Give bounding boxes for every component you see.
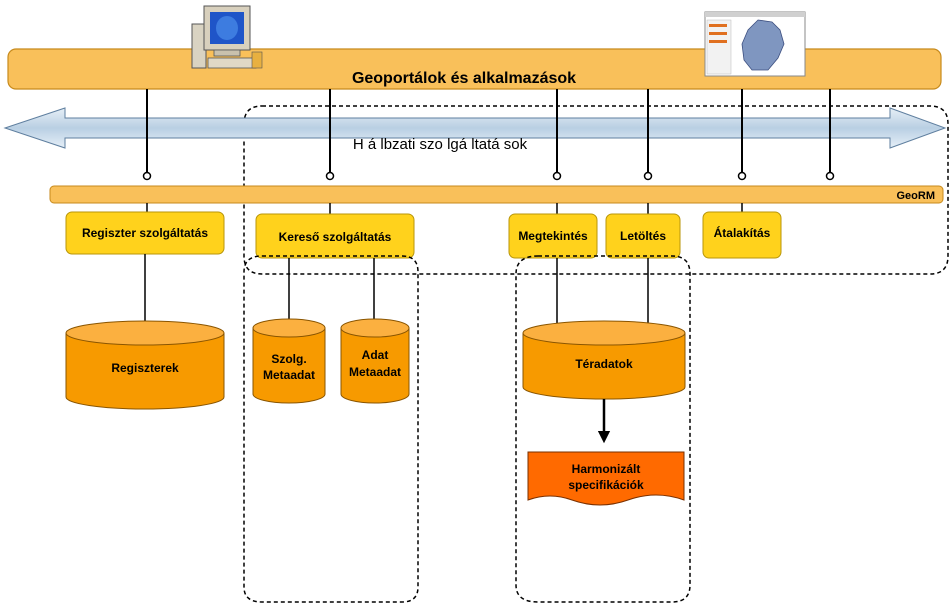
- view-service-label: Megtekintés: [518, 229, 588, 243]
- service-stubs: [146, 203, 743, 214]
- registers-cylinder: [65, 320, 225, 410]
- harmonized-spec-label-line1: Harmonizált: [572, 462, 641, 476]
- transform-service-label: Átalakítás: [714, 225, 771, 240]
- download-service-box: [605, 213, 681, 259]
- spatial-data-cylinder: [522, 320, 686, 400]
- harmonized-spec-document: [527, 451, 685, 506]
- store-connectors: [144, 254, 649, 327]
- download-service-label: Letöltés: [620, 229, 666, 243]
- view-service-box: [508, 213, 598, 259]
- transform-service-box: [702, 211, 782, 259]
- search-service-box: [255, 213, 415, 259]
- registers-label: Regiszterek: [111, 361, 179, 375]
- service-metadata-label-line2: Metaadat: [263, 368, 315, 382]
- connector-lines: [142, 89, 835, 181]
- desktop-computer-icon: [191, 5, 263, 69]
- data-metadata-label-line1: Adat: [362, 348, 389, 362]
- search-service-label: Kereső szolgáltatás: [279, 230, 392, 244]
- network-arrow-band: [3, 107, 947, 149]
- map-application-icon: [704, 11, 806, 77]
- service-metadata-cylinder: [252, 318, 326, 404]
- network-services-label: H á lbzati szo lgá ltatá sok: [353, 136, 528, 153]
- data-metadata-label-line2: Metaadat: [349, 365, 401, 379]
- spatial-data-label: Téradatok: [575, 357, 633, 371]
- harmonized-spec-label-line2: specifikációk: [568, 478, 644, 492]
- georm-label: GeoRM: [897, 190, 936, 202]
- register-service-label: Regiszter szolgáltatás: [82, 226, 208, 240]
- georm-bar: [49, 185, 944, 204]
- network-services-boundary: [243, 105, 949, 275]
- metadata-group-boundary: [243, 255, 419, 603]
- service-metadata-label-line1: Szolg.: [271, 352, 306, 366]
- geoportals-label: Geoportálok és alkalmazások: [352, 70, 576, 87]
- data-metadata-cylinder: [340, 318, 410, 404]
